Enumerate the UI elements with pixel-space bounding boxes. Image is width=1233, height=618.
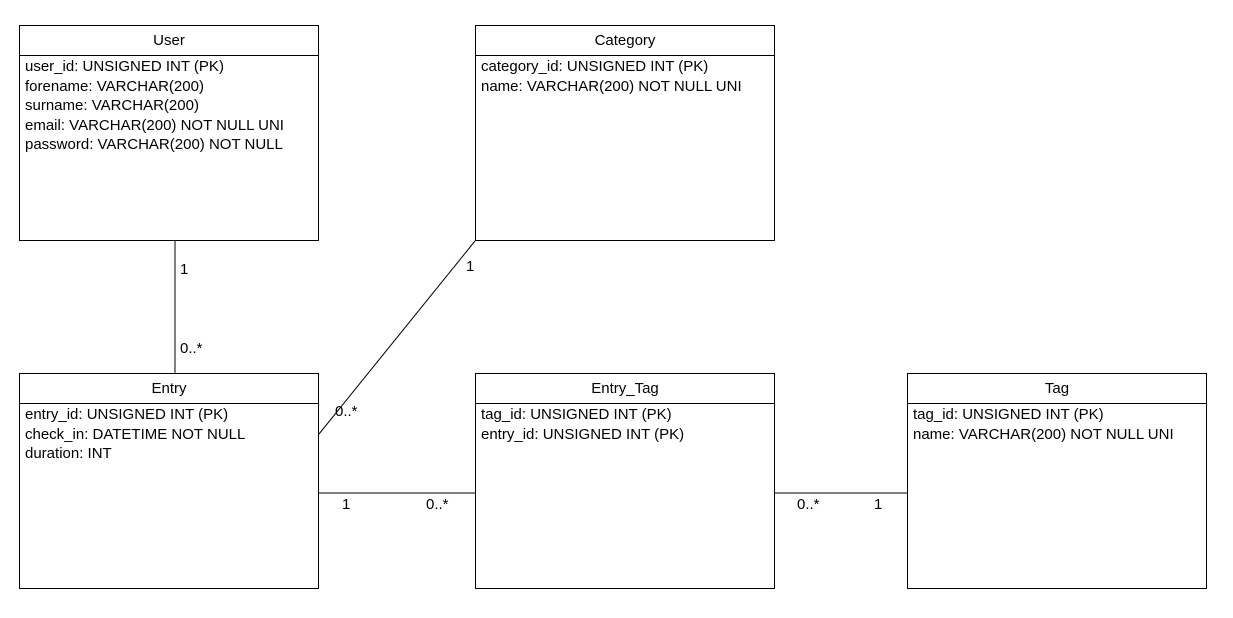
- entity-entry[interactable]: Entry entry_id: UNSIGNED INT (PK) check_…: [19, 373, 319, 589]
- attribute-list: tag_id: UNSIGNED INT (PK) entry_id: UNSI…: [476, 404, 774, 444]
- entity-user[interactable]: User user_id: UNSIGNED INT (PK) forename…: [19, 25, 319, 241]
- entity-category[interactable]: Category category_id: UNSIGNED INT (PK) …: [475, 25, 775, 241]
- multiplicity-label: 1: [342, 496, 351, 513]
- multiplicity-label: 1: [466, 258, 475, 275]
- multiplicity-label: 1: [180, 261, 189, 278]
- entity-name: Tag: [908, 374, 1206, 404]
- attribute: name: VARCHAR(200) NOT NULL UNI: [913, 425, 1174, 443]
- attribute: email: VARCHAR(200) NOT NULL UNI: [25, 116, 284, 134]
- attribute: entry_id: UNSIGNED INT (PK): [25, 406, 229, 423]
- attribute: duration: INT: [25, 445, 112, 462]
- attribute: forename: VARCHAR(200): [25, 77, 204, 95]
- category-entry-connector: [318, 240, 476, 435]
- multiplicity-label: 0..*: [180, 340, 203, 357]
- attribute: category_id: UNSIGNED INT (PK): [481, 58, 709, 75]
- entity-name: User: [20, 26, 318, 56]
- attribute-list: tag_id: UNSIGNED INT (PK) name: VARCHAR(…: [908, 404, 1206, 444]
- entity-name: Entry: [20, 374, 318, 404]
- multiplicity-label: 0..*: [426, 496, 449, 513]
- multiplicity-label: 1: [874, 496, 883, 513]
- attribute: check_in: DATETIME NOT NULL: [25, 425, 246, 443]
- entity-tag[interactable]: Tag tag_id: UNSIGNED INT (PK) name: VARC…: [907, 373, 1207, 589]
- entity-entry-tag[interactable]: Entry_Tag tag_id: UNSIGNED INT (PK) entr…: [475, 373, 775, 589]
- attribute: user_id: UNSIGNED INT (PK): [25, 58, 224, 75]
- attribute: entry_id: UNSIGNED INT (PK): [481, 425, 685, 443]
- multiplicity-label: 0..*: [797, 496, 820, 513]
- attribute: tag_id: UNSIGNED INT (PK): [913, 406, 1104, 423]
- attribute: surname: VARCHAR(200): [25, 97, 199, 114]
- entity-name: Entry_Tag: [476, 374, 774, 404]
- attribute: tag_id: UNSIGNED INT (PK): [481, 406, 672, 423]
- attribute-list: user_id: UNSIGNED INT (PK) forename: VAR…: [20, 56, 318, 155]
- multiplicity-label: 0..*: [335, 403, 358, 420]
- entity-name: Category: [476, 26, 774, 56]
- attribute: name: VARCHAR(200) NOT NULL UNI: [481, 77, 742, 95]
- attribute-list: entry_id: UNSIGNED INT (PK) check_in: DA…: [20, 404, 318, 464]
- attribute-list: category_id: UNSIGNED INT (PK) name: VAR…: [476, 56, 774, 96]
- attribute: password: VARCHAR(200) NOT NULL: [25, 136, 283, 153]
